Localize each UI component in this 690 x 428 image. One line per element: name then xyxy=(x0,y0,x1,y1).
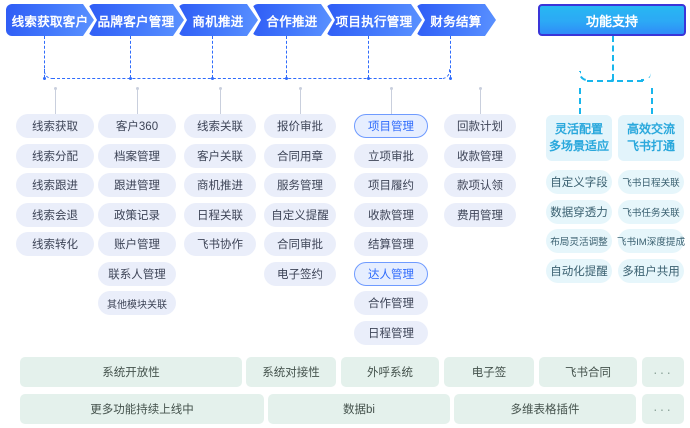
feature-pill[interactable]: 线索会退 xyxy=(16,202,94,227)
feature-pill[interactable]: 达人管理 xyxy=(354,261,428,286)
support-feature-pill[interactable]: 飞书日程关联 xyxy=(618,170,684,194)
feature-pill[interactable]: 档案管理 xyxy=(98,143,176,168)
feature-pill[interactable]: 日程关联 xyxy=(184,202,256,227)
extension-box[interactable]: 系统对接性 xyxy=(246,357,336,387)
support-group-header[interactable]: 灵活配置多场景适应 xyxy=(546,115,612,161)
feature-pill[interactable]: 商机推进 xyxy=(184,173,256,197)
support-junction xyxy=(610,78,614,82)
feature-pill[interactable]: 自定义提醒 xyxy=(264,202,336,227)
extension-box[interactable]: 外呼系统 xyxy=(341,357,439,387)
support-corner-right xyxy=(641,71,651,81)
support-button[interactable]: 功能支持 xyxy=(538,4,686,36)
extension-box[interactable]: 多维表格插件 xyxy=(454,394,636,424)
feature-pill[interactable]: 款项认领 xyxy=(444,173,516,197)
support-feature-pill[interactable]: 自动化提醒 xyxy=(546,258,612,283)
bus-junction-4 xyxy=(285,77,288,80)
extension-box[interactable]: 更多功能持续上线中 xyxy=(20,394,264,424)
support-feature-pill[interactable]: 布局灵活调整 xyxy=(546,229,612,253)
column-drop-dot-2 xyxy=(136,87,139,90)
support-bus-line xyxy=(587,80,643,82)
support-branch-line-2 xyxy=(651,88,653,114)
stage-arrow-1[interactable]: 线索获取客户 xyxy=(6,4,94,36)
feature-pill[interactable]: 报价审批 xyxy=(264,114,336,138)
feature-pill[interactable]: 合同审批 xyxy=(264,232,336,256)
more-options-button[interactable]: ··· xyxy=(642,394,684,424)
support-branch-line-1 xyxy=(579,88,581,114)
column-drop-line-5 xyxy=(391,88,392,114)
column-drop-dot-6 xyxy=(479,87,482,90)
feature-pill[interactable]: 其他模块关联 xyxy=(98,291,176,315)
extension-box[interactable]: 系统开放性 xyxy=(20,357,242,387)
feature-pill[interactable]: 服务管理 xyxy=(264,173,336,197)
extension-box[interactable]: 飞书合同 xyxy=(539,357,637,387)
feature-pill[interactable]: 线索获取 xyxy=(16,114,94,138)
feature-pill[interactable]: 客户360 xyxy=(98,114,176,138)
support-group-title-line1: 高效交流 xyxy=(626,122,675,136)
feature-pill[interactable]: 政策记录 xyxy=(98,202,176,227)
feature-pill[interactable]: 线索转化 xyxy=(16,232,94,256)
feature-pill[interactable]: 收款管理 xyxy=(444,143,516,168)
column-drop-line-2 xyxy=(137,88,138,114)
bus-junction-1 xyxy=(43,77,46,80)
feature-pill[interactable]: 账户管理 xyxy=(98,232,176,256)
extension-box[interactable]: 电子签 xyxy=(444,357,534,387)
column-drop-dot-1 xyxy=(54,87,57,90)
column-drop-dot-4 xyxy=(299,87,302,90)
feature-pill[interactable]: 线索跟进 xyxy=(16,173,94,197)
stage-drop-line-2 xyxy=(130,36,131,78)
stage-arrow-4[interactable]: 合作推进 xyxy=(252,4,332,36)
column-drop-line-4 xyxy=(300,88,301,114)
support-group-title-line2: 多场景适应 xyxy=(548,139,609,153)
column-drop-line-3 xyxy=(220,88,221,114)
feature-pill[interactable]: 跟进管理 xyxy=(98,173,176,197)
feature-pill[interactable]: 电子签约 xyxy=(264,261,336,286)
bus-corner-left xyxy=(44,69,54,79)
support-feature-pill[interactable]: 数据穿透力 xyxy=(546,199,612,224)
column-drop-line-6 xyxy=(480,88,481,114)
feature-pill[interactable]: 联系人管理 xyxy=(98,261,176,286)
stage-arrow-2[interactable]: 品牌客户管理 xyxy=(88,4,184,36)
feature-pill[interactable]: 线索关联 xyxy=(184,114,256,138)
column-drop-dot-3 xyxy=(219,87,222,90)
feature-pill[interactable]: 客户关联 xyxy=(184,143,256,168)
column-drop-dot-5 xyxy=(390,87,393,90)
bus-junction-6 xyxy=(449,77,452,80)
support-group-title-line1: 灵活配置 xyxy=(554,122,603,136)
more-options-button[interactable]: ··· xyxy=(642,357,684,387)
feature-pill[interactable]: 飞书协作 xyxy=(184,232,256,256)
feature-pill[interactable]: 合同用章 xyxy=(264,143,336,168)
extension-box[interactable]: 数据bi xyxy=(268,394,450,424)
stage-drop-line-6 xyxy=(450,36,451,78)
feature-pill[interactable]: 合作管理 xyxy=(354,291,428,315)
feature-pill[interactable]: 结算管理 xyxy=(354,232,428,256)
support-feature-pill[interactable]: 飞书IM深度提成 xyxy=(617,229,685,253)
feature-pill[interactable]: 日程管理 xyxy=(354,320,428,345)
feature-pill[interactable]: 项目管理 xyxy=(354,114,428,138)
feature-pill[interactable]: 收款管理 xyxy=(354,202,428,227)
support-group-title-line2: 飞书打通 xyxy=(626,139,675,153)
bus-junction-5 xyxy=(367,77,370,80)
feature-pill[interactable]: 立项审批 xyxy=(354,143,428,168)
stage-arrow-3[interactable]: 商机推进 xyxy=(178,4,258,36)
stage-arrow-6[interactable]: 财务结算 xyxy=(416,4,496,36)
feature-pill[interactable]: 费用管理 xyxy=(444,202,516,227)
stage-drop-line-1 xyxy=(44,36,45,78)
support-feature-pill[interactable]: 多租户共用 xyxy=(618,258,684,283)
feature-pill[interactable]: 线索分配 xyxy=(16,143,94,168)
feature-pill[interactable]: 项目履约 xyxy=(354,173,428,197)
column-drop-line-1 xyxy=(55,88,56,114)
stage-drop-line-5 xyxy=(368,36,369,78)
support-trunk-line xyxy=(612,36,614,80)
bus-junction-2 xyxy=(129,77,132,80)
support-corner-left xyxy=(579,71,589,81)
feature-pill[interactable]: 回款计划 xyxy=(444,114,516,138)
support-feature-pill[interactable]: 飞书任务关联 xyxy=(618,199,684,224)
stage-drop-line-4 xyxy=(286,36,287,78)
bus-junction-3 xyxy=(211,77,214,80)
support-feature-pill[interactable]: 自定义字段 xyxy=(546,170,612,194)
stage-drop-line-3 xyxy=(212,36,213,78)
stage-bus-line xyxy=(52,78,442,79)
support-group-header[interactable]: 高效交流飞书打通 xyxy=(618,115,684,161)
stage-arrow-5[interactable]: 项目执行管理 xyxy=(326,4,422,36)
